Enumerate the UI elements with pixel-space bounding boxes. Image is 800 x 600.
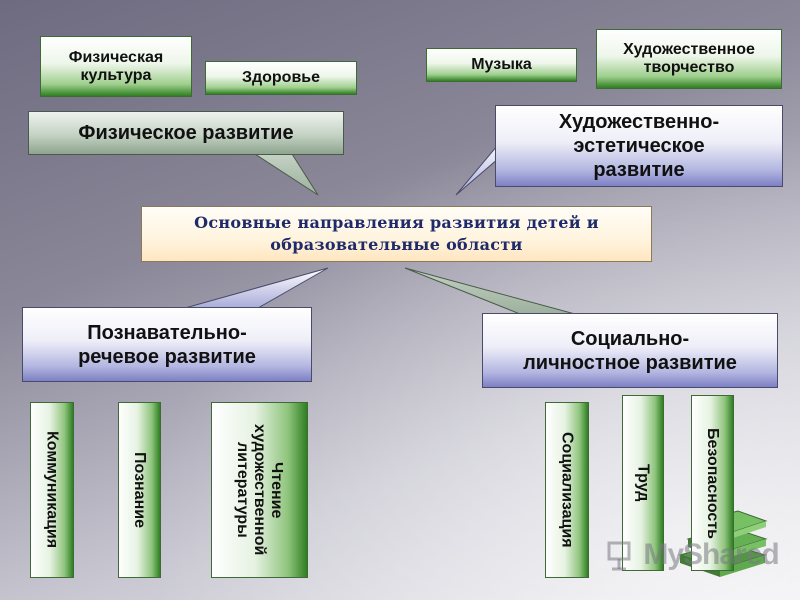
area-communication-label: Коммуникация <box>43 431 61 549</box>
area-cognition: Познание <box>118 402 161 578</box>
center-title: Основные направления развития детей и об… <box>194 213 599 254</box>
area-safety-label: Безопасность <box>704 427 721 539</box>
area-music-label: Музыка <box>471 56 532 73</box>
area-physical-culture-label: Физическая культура <box>68 48 164 84</box>
presentation-icon <box>607 541 631 571</box>
area-reading: Чтение художественной литературы <box>211 402 308 578</box>
area-communication: Коммуникация <box>30 402 74 578</box>
area-labor-label: Труд <box>634 464 652 502</box>
direction-physical-label: Физическое развитие <box>78 122 294 144</box>
area-cognition-label: Познание <box>131 452 148 528</box>
area-socialization-label: Социализация <box>558 432 576 548</box>
watermark-text: MyShared <box>643 538 779 571</box>
area-art-creativity: Художественное творчество <box>596 29 782 89</box>
tail-physical <box>253 153 319 196</box>
direction-physical: Физическое развитие <box>28 111 344 155</box>
direction-artistic-label: Художественно- эстетическое развитие <box>558 111 720 181</box>
direction-cognitive-label: Познавательно- речевое развитие <box>78 321 256 368</box>
area-health-label: Здоровье <box>241 69 321 86</box>
direction-artistic: Художественно- эстетическое развитие <box>495 105 783 187</box>
area-safety: Безопасность <box>691 395 734 571</box>
watermark-logo: MyShared <box>606 538 780 572</box>
area-socialization: Социализация <box>545 402 589 578</box>
tail-social <box>404 267 576 315</box>
area-physical-culture: Физическая культура <box>40 36 192 97</box>
area-art-creativity-label: Художественное творчество <box>623 41 755 76</box>
tail-cognitive <box>184 267 329 309</box>
direction-cognitive: Познавательно- речевое развитие <box>22 307 312 382</box>
area-reading-label: Чтение художественной литературы <box>234 424 285 556</box>
center-title-box: Основные направления развития детей и об… <box>141 206 652 262</box>
direction-social-label: Социально- личностное развитие <box>523 327 737 374</box>
area-health: Здоровье <box>205 61 357 95</box>
area-music: Музыка <box>426 48 577 82</box>
direction-social: Социально- личностное развитие <box>482 313 778 388</box>
